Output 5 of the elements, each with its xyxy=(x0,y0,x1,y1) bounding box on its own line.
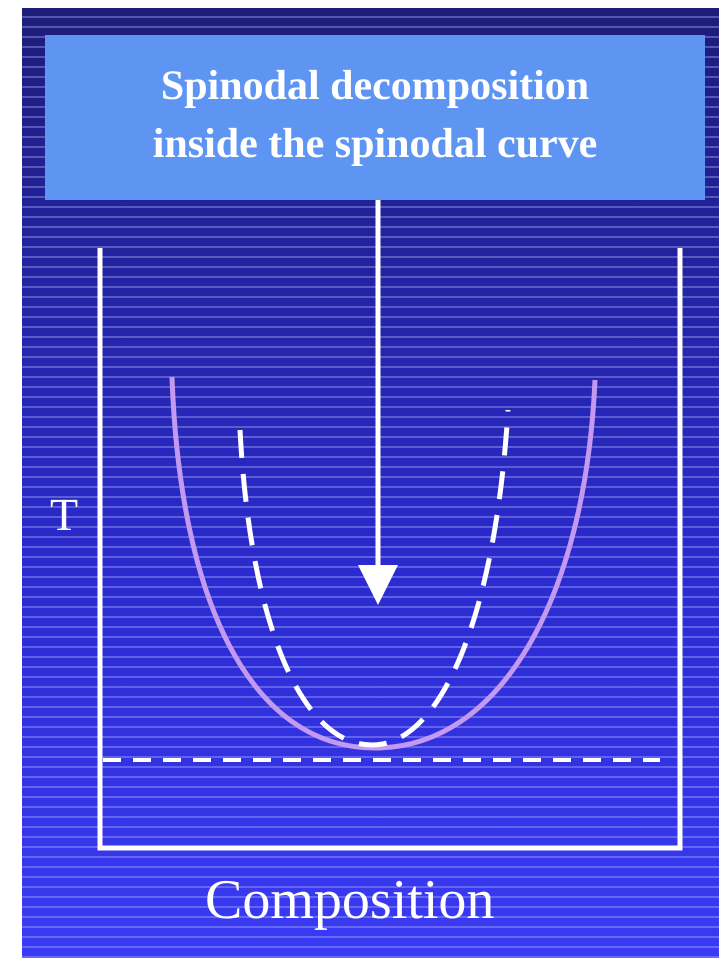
title-box: Spinodal decomposition inside the spinodal curve xyxy=(45,35,705,200)
axis-label: Composition xyxy=(205,868,494,932)
arrow xyxy=(358,200,398,605)
axis-label: T xyxy=(50,488,78,541)
dashed-curve xyxy=(238,410,510,748)
